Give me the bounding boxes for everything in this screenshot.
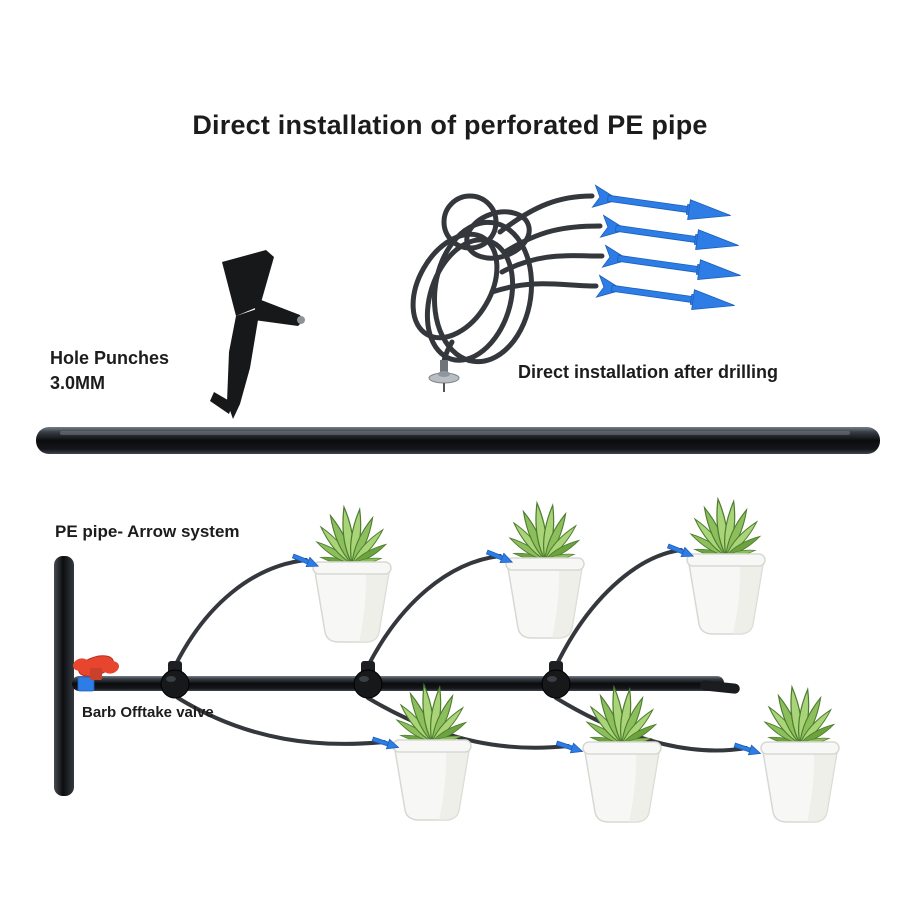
- arrow-dripper-icon: [600, 214, 741, 257]
- irrigation-system-illustration: [54, 498, 839, 822]
- hole-punch-label-line2: 3.0MM: [50, 373, 106, 393]
- page-title: Direct installation of perforated PE pip…: [192, 110, 708, 140]
- vertical-pipe: [54, 556, 74, 796]
- tee-connector: [541, 660, 571, 699]
- barb-connector: [428, 360, 460, 392]
- hole-punch-label: Hole Punches 3.0MM: [50, 346, 169, 396]
- tubing-coil-illustration: [410, 184, 743, 392]
- barb-offtake-valve-illustration: [72, 655, 120, 692]
- potted-plant: [506, 502, 584, 638]
- potted-plant: [761, 686, 839, 822]
- tee-connector: [353, 660, 383, 699]
- tee-connector: [160, 660, 190, 699]
- hole-punch-illustration: [210, 250, 305, 419]
- arrow-dripper-icon: [592, 184, 733, 227]
- potted-plant: [313, 506, 391, 642]
- drilling-label: Direct installation after drilling: [518, 362, 779, 382]
- pipe-end-stub: [699, 680, 740, 694]
- valve-label: Barb Offtake valve: [82, 704, 214, 721]
- potted-plant: [393, 684, 471, 820]
- arrow-dripper-icon: [602, 244, 743, 287]
- pe-pipe-image: [36, 427, 880, 454]
- system-label: PE pipe- Arrow system: [55, 522, 240, 541]
- hole-punch-label-line1: Hole Punches: [50, 348, 170, 368]
- potted-plant: [687, 498, 765, 634]
- potted-plant: [583, 686, 661, 822]
- arrow-dripper-icon: [596, 274, 737, 317]
